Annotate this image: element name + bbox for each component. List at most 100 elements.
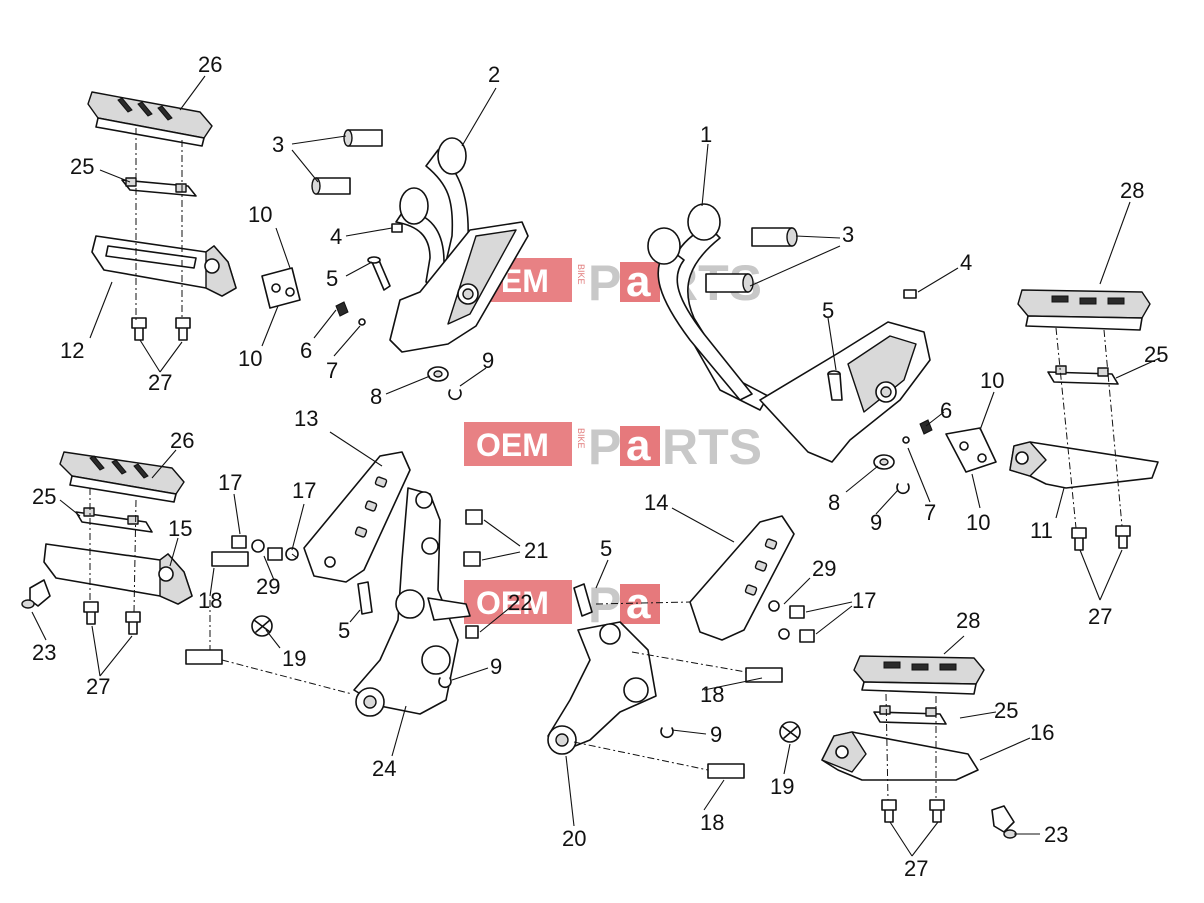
support-24: [353, 487, 471, 717]
callout-8: 8: [828, 490, 840, 515]
callout-23: 23: [1044, 822, 1068, 847]
callout-5: 5: [338, 618, 350, 643]
svg-text:BIKE: BIKE: [576, 264, 586, 285]
callout-4: 4: [330, 224, 342, 249]
rubber-plate-25-lower-right: [873, 705, 947, 725]
screws-27-lower-left: [83, 601, 141, 635]
callout-21: 21: [524, 538, 548, 563]
callout-8: 8: [370, 384, 382, 409]
callout-15: 15: [168, 516, 192, 541]
callout-3: 3: [272, 132, 284, 157]
callout-labels: 26 25 12 27 2 3 10 4 5 10 6 7 8 9 1 3 4 …: [32, 52, 1168, 881]
footpeg-12: [91, 235, 237, 297]
callout-25: 25: [70, 154, 94, 179]
screws-27-top-left: [131, 317, 191, 341]
bracket-10-left: [261, 267, 301, 309]
callout-12: 12: [60, 338, 84, 363]
footpeg-15: [43, 543, 193, 605]
callout-17: 17: [852, 588, 876, 613]
callout-1: 1: [700, 122, 712, 147]
callout-20: 20: [562, 826, 586, 851]
small-parts-4-5-6-7-8-9-right: [827, 289, 933, 495]
callout-9: 9: [490, 654, 502, 679]
callout-11: 11: [1030, 518, 1053, 543]
hanger-1: [647, 203, 931, 463]
callout-6: 6: [940, 398, 952, 423]
callout-7: 7: [924, 500, 936, 525]
footpeg-11: [1009, 441, 1159, 489]
svg-text:P: P: [588, 419, 621, 475]
callout-27: 27: [1088, 604, 1112, 629]
callout-27: 27: [148, 370, 172, 395]
rubber-plate-25-top-left: [121, 177, 197, 197]
callout-14: 14: [644, 490, 668, 515]
footpeg-rubber-26-top-left: [87, 91, 213, 147]
callout-10: 10: [248, 202, 272, 227]
callout-28: 28: [956, 608, 980, 633]
fasteners-17-18-19-29-right: [660, 600, 815, 779]
footpeg-rubber-28-top-right: [1017, 289, 1151, 331]
svg-text:P: P: [588, 255, 621, 311]
rubber-plate-25-top-right: [1047, 365, 1119, 385]
callout-10: 10: [966, 510, 990, 535]
small-parts-4-5-6-7-left: [335, 223, 462, 401]
svg-text:OEM: OEM: [476, 427, 549, 463]
svg-text:a: a: [626, 421, 651, 470]
footpeg-rubber-28-lower-right: [853, 655, 985, 695]
footpeg-rubber-26-lower-left: [59, 451, 185, 503]
callout-18: 18: [198, 588, 222, 613]
callout-19: 19: [770, 774, 794, 799]
callout-26: 26: [170, 428, 194, 453]
rubber-plate-25-lower-left: [75, 507, 153, 533]
callout-9: 9: [482, 348, 494, 373]
svg-text:OEM: OEM: [476, 585, 549, 621]
callout-29: 29: [256, 574, 280, 599]
svg-text:a: a: [626, 257, 651, 306]
callout-28: 28: [1120, 178, 1144, 203]
screws-27-lower-right: [881, 799, 945, 823]
callout-3: 3: [842, 222, 854, 247]
callout-29: 29: [812, 556, 836, 581]
screws-27-top-right: [1071, 525, 1131, 551]
callout-2: 2: [488, 62, 500, 87]
footpeg-16: [821, 731, 979, 781]
callout-27: 27: [86, 674, 110, 699]
callout-10: 10: [238, 346, 262, 371]
callout-25: 25: [32, 484, 56, 509]
watermark-lower: OEM BIKE P a: [464, 577, 660, 633]
bracket-10-right: [945, 427, 997, 473]
callout-18: 18: [700, 682, 724, 707]
bolts-3-left: [311, 129, 383, 195]
callout-13: 13: [294, 406, 318, 431]
callout-16: 16: [1030, 720, 1054, 745]
svg-text:BIKE: BIKE: [576, 428, 586, 449]
hanger-2: [389, 137, 529, 353]
callout-24: 24: [372, 756, 396, 781]
watermark-middle: OEM BIKE P a RTS: [464, 419, 762, 475]
callout-5: 5: [326, 266, 338, 291]
callout-4: 4: [960, 250, 972, 275]
callout-17: 17: [292, 478, 316, 503]
callout-5: 5: [822, 298, 834, 323]
callout-25: 25: [994, 698, 1018, 723]
callout-26: 26: [198, 52, 222, 77]
heel-guard-14: [689, 515, 795, 641]
callout-23: 23: [32, 640, 56, 665]
callout-7: 7: [326, 358, 338, 383]
callout-9: 9: [710, 722, 722, 747]
svg-text:RTS: RTS: [662, 419, 762, 475]
callout-19: 19: [282, 646, 306, 671]
watermark-top: OEM BIKE P a RTS: [464, 255, 762, 311]
callout-9: 9: [870, 510, 882, 535]
heel-guard-13: [303, 451, 411, 583]
callout-6: 6: [300, 338, 312, 363]
detent-23-right: [991, 805, 1017, 839]
callout-25: 25: [1144, 342, 1168, 367]
leader-lines: [31, 75, 1161, 857]
detent-23-left: [21, 579, 51, 609]
callout-5: 5: [600, 536, 612, 561]
support-20: [547, 583, 657, 755]
callout-18: 18: [700, 810, 724, 835]
callout-22: 22: [508, 590, 532, 615]
